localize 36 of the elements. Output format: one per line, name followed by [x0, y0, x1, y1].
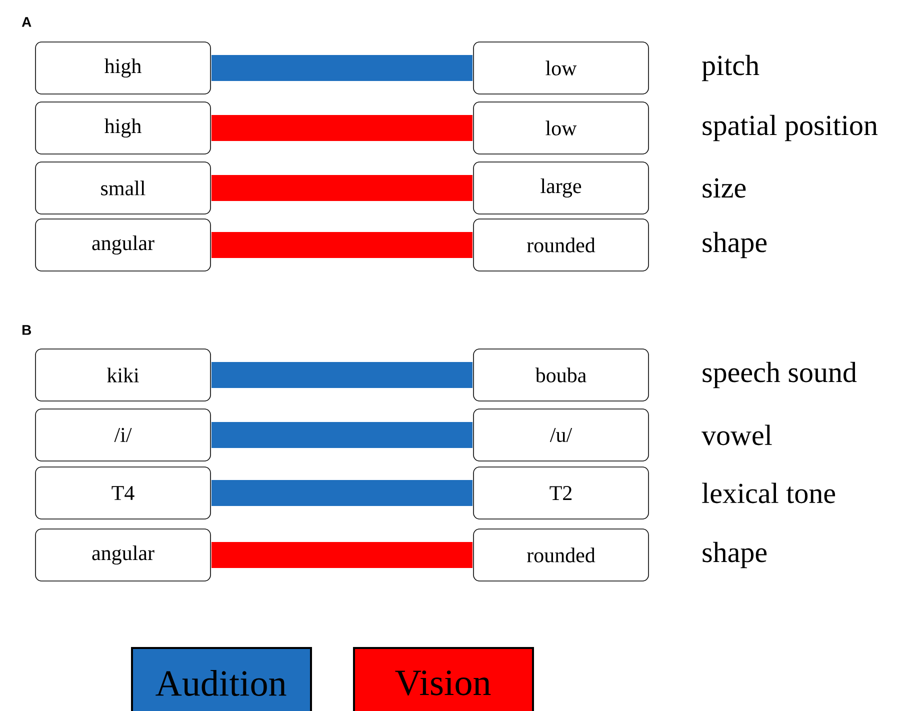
dimension-label: pitch	[702, 54, 760, 82]
connector-bar	[212, 115, 472, 141]
term-box: angular	[35, 218, 211, 272]
term-box: angular	[35, 528, 211, 582]
dimension-label: lexical tone	[702, 482, 836, 504]
term-box: large	[473, 162, 649, 214]
connector-bar	[212, 55, 472, 81]
term-box: low	[473, 42, 649, 94]
panel-letter: B	[22, 325, 32, 335]
dimension-label: spatial position	[702, 114, 878, 142]
term-box: small	[35, 162, 211, 214]
legend-text: Audition	[156, 670, 286, 696]
dimension-label: size	[702, 178, 746, 198]
dimension-label: shape	[702, 232, 767, 258]
connector-bar	[212, 232, 472, 258]
dimension-label: shape	[702, 542, 767, 568]
connector-bar	[212, 175, 472, 201]
term-box: rounded	[473, 528, 649, 582]
term-box: /u/	[473, 408, 649, 462]
term-box: kiki	[35, 348, 211, 402]
term-box: /i/	[35, 408, 211, 462]
term-box: T2	[473, 466, 649, 520]
connector-bar	[212, 542, 472, 568]
connector-bar	[212, 362, 472, 388]
panel-letter: A	[22, 17, 32, 27]
term-box: T4	[35, 466, 211, 520]
dimension-label: vowel	[702, 424, 772, 446]
term-box: bouba	[473, 348, 649, 402]
connector-bar	[212, 480, 472, 506]
term-box: low	[473, 102, 649, 154]
legend-text: Vision	[395, 670, 491, 696]
term-box: rounded	[473, 218, 649, 272]
dimension-label: speech sound	[702, 362, 857, 388]
term-box: high	[35, 42, 211, 94]
connector-bar	[212, 422, 472, 448]
term-box: high	[35, 102, 211, 154]
